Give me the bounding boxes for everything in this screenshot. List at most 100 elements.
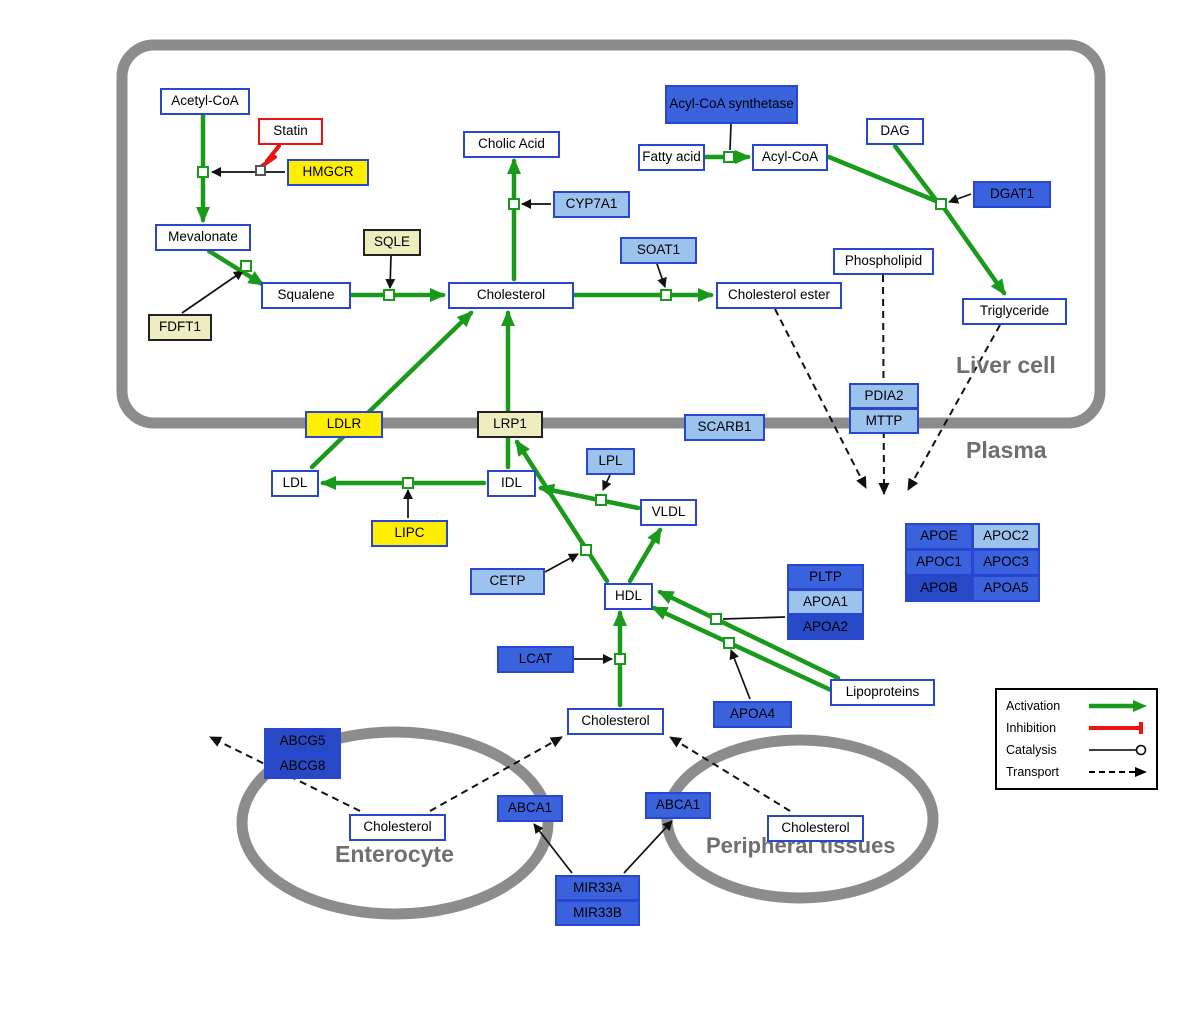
reaction-square — [508, 198, 520, 210]
node-abca1-peripheral[interactable]: ABCA1 — [645, 792, 711, 819]
node-lipoproteins[interactable]: Lipoproteins — [830, 679, 935, 706]
catalysis-acylcoa-synthetase — [729, 123, 732, 151]
liver-cell-membrane — [116, 39, 1106, 429]
legend-row-inhibition: Inhibition — [1006, 720, 1147, 736]
node-squalene[interactable]: Squalene — [261, 282, 351, 309]
node-cholesterol-liver[interactable]: Cholesterol — [448, 282, 574, 309]
node-vldl[interactable]: VLDL — [640, 499, 697, 526]
node-lpl[interactable]: LPL — [586, 448, 635, 475]
node-acyl-coa[interactable]: Acyl-CoA — [752, 144, 828, 171]
node-lrp1[interactable]: LRP1 — [477, 411, 543, 438]
legend-catalysis-label: Catalysis — [1006, 743, 1057, 757]
node-dgat1[interactable]: DGAT1 — [973, 181, 1051, 208]
node-soat1[interactable]: SOAT1 — [620, 237, 697, 264]
node-mevalonate[interactable]: Mevalonate — [155, 224, 251, 251]
catalysis-dgat1 — [948, 193, 972, 204]
node-mttp[interactable]: MTTP — [849, 408, 919, 434]
node-apoa2[interactable]: APOA2 — [787, 614, 864, 640]
node-apoe[interactable]: APOE — [905, 523, 973, 550]
node-abcg8[interactable]: ABCG8 — [264, 753, 341, 779]
node-sqle[interactable]: SQLE — [363, 229, 421, 256]
node-apoa5[interactable]: APOA5 — [972, 575, 1040, 602]
edge-lipoproteins-hdl-upper — [657, 589, 841, 681]
reaction-square — [660, 289, 672, 301]
reaction-square — [580, 544, 592, 556]
catalysis-edges — [181, 123, 972, 874]
node-apoc1[interactable]: APOC1 — [905, 549, 973, 576]
legend-activation-label: Activation — [1006, 699, 1061, 713]
transport-enterocyte-cholesterol-to-plasma — [429, 736, 563, 812]
node-cholesterol-plasma[interactable]: Cholesterol — [567, 708, 664, 735]
node-apoa1[interactable]: APOA1 — [787, 589, 864, 615]
node-pltp[interactable]: PLTP — [787, 564, 864, 590]
reaction-square — [935, 198, 947, 210]
node-hmgcr[interactable]: HMGCR — [287, 159, 369, 186]
edge-ldl-ldlr-cholesterol — [309, 310, 474, 470]
node-acyl-coa-synthetase[interactable]: Acyl-CoA synthetase — [665, 85, 798, 124]
reaction-nodes — [197, 151, 947, 665]
reaction-square — [383, 289, 395, 301]
edge-hdl-cetp-lrp1 — [514, 439, 610, 584]
node-apoa4[interactable]: APOA4 — [713, 701, 792, 728]
node-cholic-acid[interactable]: Cholic Acid — [463, 131, 560, 158]
reaction-square — [723, 151, 735, 163]
node-cholesterol-ester[interactable]: Cholesterol ester — [716, 282, 842, 309]
catalysis-sqle — [385, 255, 396, 289]
legend-row-catalysis: Catalysis — [1006, 742, 1147, 758]
activation-arrow-icon — [1089, 700, 1147, 712]
edge-mir33-abca1-peripheral — [623, 820, 673, 874]
edge-dag-junction — [892, 143, 939, 203]
node-apob[interactable]: APOB — [905, 575, 973, 602]
node-lcat[interactable]: LCAT — [497, 646, 574, 673]
catalysis-apoa1-apoa2 — [722, 616, 786, 620]
node-apoc2[interactable]: APOC2 — [972, 523, 1040, 550]
node-hdl[interactable]: HDL — [604, 583, 653, 610]
node-fatty-acid[interactable]: Fatty acid — [638, 144, 705, 171]
node-apoc3[interactable]: APOC3 — [972, 549, 1040, 576]
legend: Activation Inhibition Catalysis Transpor… — [995, 688, 1158, 790]
edge-vldl-idl — [538, 483, 641, 511]
node-idl[interactable]: IDL — [487, 470, 536, 497]
node-phospholipid[interactable]: Phospholipid — [833, 248, 934, 275]
inhibition-tbar-icon — [1089, 722, 1143, 734]
node-abca1-enterocyte[interactable]: ABCA1 — [497, 795, 563, 822]
node-cholesterol-enterocyte[interactable]: Cholesterol — [349, 814, 446, 841]
statin-target-square — [255, 165, 266, 176]
node-statin[interactable]: Statin — [258, 118, 323, 145]
reaction-square — [240, 260, 252, 272]
node-pdia2[interactable]: PDIA2 — [849, 383, 919, 409]
enterocyte-label: Enterocyte — [335, 841, 454, 867]
node-cholesterol-peripheral[interactable]: Cholesterol — [767, 815, 864, 842]
node-mir33a[interactable]: MIR33A — [555, 875, 640, 901]
inhibition-statin — [257, 144, 281, 170]
legend-inhibition-label: Inhibition — [1006, 721, 1057, 735]
enterocyte-membrane — [236, 726, 554, 920]
plasma-label: Plasma — [966, 437, 1047, 463]
transport-cholesterol-ester-to-plasma — [774, 308, 867, 489]
node-fdft1[interactable]: FDFT1 — [148, 314, 212, 341]
node-cyp7a1[interactable]: CYP7A1 — [553, 191, 630, 218]
node-abcg5[interactable]: ABCG5 — [264, 728, 341, 754]
reaction-square — [723, 637, 735, 649]
node-mir33b[interactable]: MIR33B — [555, 900, 640, 926]
reaction-square — [402, 477, 414, 489]
reaction-square — [595, 494, 607, 506]
node-acetyl-coa[interactable]: Acetyl-CoA — [160, 88, 250, 115]
node-ldl[interactable]: LDL — [271, 470, 319, 497]
node-ldlr[interactable]: LDLR — [305, 411, 383, 438]
node-lipc[interactable]: LIPC — [371, 520, 448, 547]
transport-triglyceride-to-plasma — [907, 324, 1001, 491]
node-scarb1[interactable]: SCARB1 — [684, 414, 765, 441]
catalysis-lpl — [602, 474, 612, 491]
node-triglyceride[interactable]: Triglyceride — [962, 298, 1067, 325]
edge-hdl-vldl — [627, 527, 663, 584]
edge-mevalonate-squalene — [206, 248, 265, 287]
node-cetp[interactable]: CETP — [470, 568, 545, 595]
reaction-square — [614, 653, 626, 665]
node-dag[interactable]: DAG — [866, 118, 924, 145]
catalysis-circle-icon — [1089, 744, 1147, 756]
edge-acylcoa-junction — [826, 154, 939, 204]
catalysis-cetp — [544, 553, 579, 573]
